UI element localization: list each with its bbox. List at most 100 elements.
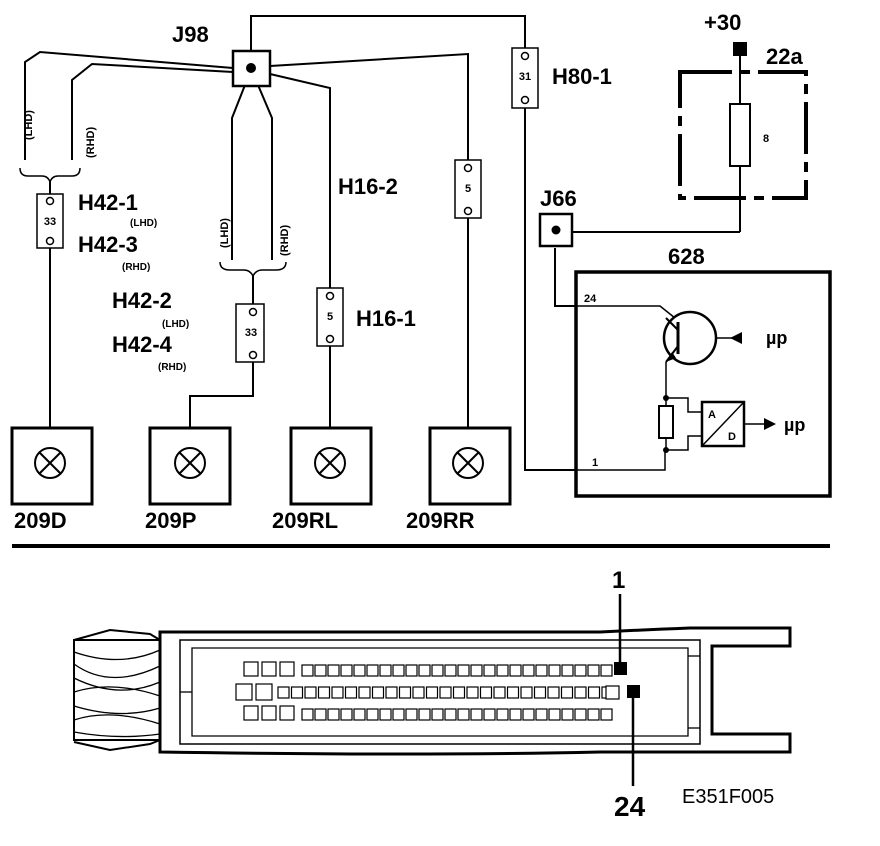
pin-grid <box>235 661 620 721</box>
connector-pin <box>439 686 452 699</box>
fuse-h42-2-value: 33 <box>245 327 257 339</box>
connector-pin <box>587 664 600 677</box>
connector-pin <box>431 664 444 677</box>
connector-pin <box>493 686 506 699</box>
fuse-h42-1-value: 33 <box>44 216 56 228</box>
connector-pin <box>314 664 327 677</box>
connector-pin <box>279 661 295 677</box>
connector-pin <box>255 683 273 701</box>
ecu-pin-1: 1 <box>592 457 598 469</box>
connector-pin <box>331 686 344 699</box>
branch-rhd-label: (RHD) <box>85 127 97 158</box>
connector-pin <box>243 661 259 677</box>
fuse-h42-4-label: H42-4 <box>112 332 173 357</box>
fuse-h16-1-value: 5 <box>327 311 333 323</box>
connector-pin <box>317 686 331 699</box>
connector-pin <box>561 708 574 721</box>
connector-pin <box>340 664 353 677</box>
supply-label: +30 <box>704 10 741 35</box>
connector-pin <box>358 686 371 699</box>
connector-pin <box>398 686 412 699</box>
connector-pin <box>279 705 295 721</box>
connector-pin-1-marker <box>614 662 627 675</box>
connector-pin <box>574 686 587 699</box>
connector-pin <box>509 664 522 677</box>
connector-pin <box>327 708 340 721</box>
connector-pin <box>533 686 547 699</box>
fuse-h16-2-value: 5 <box>465 183 471 195</box>
connector-pin <box>290 686 304 699</box>
connector-pin <box>457 664 470 677</box>
fuse-h16-2-label: H16-2 <box>338 174 398 199</box>
fuse-h16-1: 5 H16-1 <box>316 287 416 347</box>
fuse-h42-1-label: H42-1 <box>78 190 138 215</box>
lamp-209rl-label: 209RL <box>272 508 338 533</box>
connector-pin <box>587 708 600 721</box>
connector-pin <box>483 664 496 677</box>
fuse-h42-1: 33 H42-1 (LHD) H42-3 (RHD) <box>36 190 157 273</box>
ecu-connector-drawing: 1 24 <box>73 567 792 822</box>
ecu-up-2: µp <box>784 415 805 435</box>
connector-pin <box>392 708 405 721</box>
lamp-209rr-label: 209RR <box>406 508 475 533</box>
connector-pin <box>561 664 574 677</box>
fuse-22a-label: 22a <box>766 44 803 69</box>
fuse-box-22a: +30 8 22a <box>678 10 808 200</box>
connector-pin <box>506 686 520 699</box>
connector-pin <box>444 708 457 721</box>
fuse-h42-1-sub: (LHD) <box>130 218 157 229</box>
lamp-209rl: 209RL <box>272 426 373 533</box>
fuse-h42-3-sub: (RHD) <box>122 262 150 273</box>
connector-pin <box>366 708 379 721</box>
connector-pin <box>235 683 253 701</box>
figure-code: E351F005 <box>682 786 774 808</box>
connector-pin <box>405 708 418 721</box>
connector-pin <box>340 708 353 721</box>
connector-pin <box>587 686 601 699</box>
fuse-h16-1-label: H16-1 <box>356 306 416 331</box>
connector-pin <box>548 708 561 721</box>
connector-pin <box>444 664 457 677</box>
connector-pin <box>314 708 327 721</box>
connector-pin <box>366 664 379 677</box>
connector-pin <box>353 708 366 721</box>
connector-pin <box>412 686 425 699</box>
branch-lhd-label: (LHD) <box>23 110 35 140</box>
ecu-up-1: µp <box>766 328 787 348</box>
connector-pin <box>371 686 385 699</box>
ecu-label: 628 <box>668 244 705 269</box>
connector-pin <box>418 708 431 721</box>
connector-pin <box>605 685 620 700</box>
connector-pin <box>452 686 466 699</box>
connector-pin-24-label: 24 <box>614 791 646 822</box>
connector-pin <box>304 686 317 699</box>
connector-pin <box>457 708 470 721</box>
connector-pin <box>392 664 405 677</box>
connector-pin <box>535 708 548 721</box>
connector-pin <box>277 686 290 699</box>
connector-pin <box>385 686 398 699</box>
connector-j66: J66 <box>538 186 577 248</box>
connector-pin <box>600 708 613 721</box>
connector-pin <box>535 664 548 677</box>
j98-label: J98 <box>172 22 209 47</box>
connector-pin <box>496 664 509 677</box>
fuse-h42-2: 33 H42-2 (LHD) H42-4 (RHD) <box>112 288 265 373</box>
connector-pin <box>574 664 587 677</box>
lamp-209d: 209D <box>10 426 94 533</box>
connector-pin <box>405 664 418 677</box>
connector-pin <box>243 705 259 721</box>
connector-pin <box>261 705 277 721</box>
connector-pin <box>470 664 483 677</box>
connector-j98: J98 <box>172 22 272 88</box>
lamp-209p: 209P <box>145 426 232 533</box>
fuse-h80-1-value: 31 <box>519 71 531 83</box>
connector-pin <box>522 708 535 721</box>
branch-rhd-label-2: (RHD) <box>279 225 291 256</box>
connector-pin <box>353 664 366 677</box>
fuse-22a-value: 8 <box>763 133 769 145</box>
connector-pin <box>483 708 496 721</box>
connector-pin <box>327 664 340 677</box>
connector-pin <box>431 708 444 721</box>
connector-pin <box>522 664 535 677</box>
